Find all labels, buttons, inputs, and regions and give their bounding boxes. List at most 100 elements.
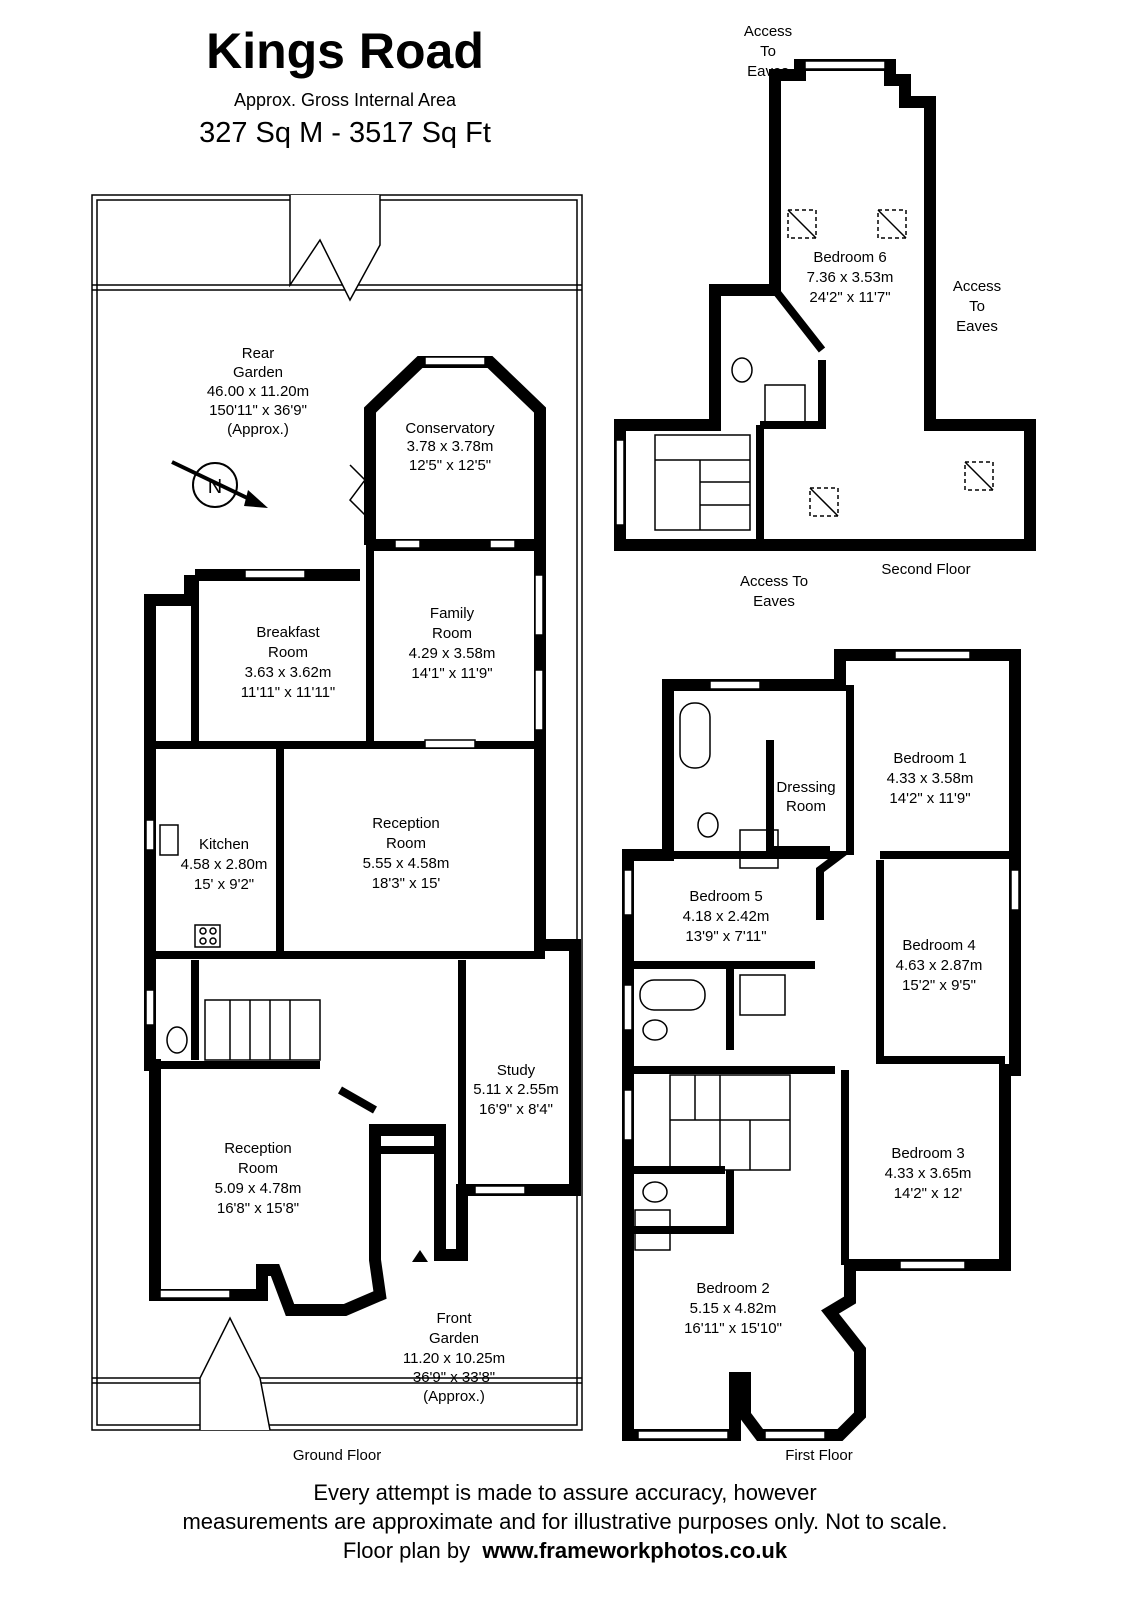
label-line: (Approx.) xyxy=(227,421,289,438)
label-line: 13'9" x 7'11" xyxy=(685,928,766,945)
label-line: Access xyxy=(744,23,792,40)
label-line: Kitchen xyxy=(199,836,249,853)
ground-stairs xyxy=(204,999,321,1061)
label-line: 24'2" x 11'7" xyxy=(809,289,890,306)
label-line: 18'3" x 15' xyxy=(372,875,441,892)
room-label-bedroom-2: Bedroom 2 5.15 x 4.82m 16'11" x 15'10" xyxy=(684,1280,782,1337)
ground-floor-plan: N xyxy=(91,194,583,1431)
label-line: 5.55 x 4.58m xyxy=(363,855,450,872)
label-line: To xyxy=(969,298,985,315)
label-line: Room xyxy=(786,798,826,815)
label-line: 15'2" x 9'5" xyxy=(902,977,976,994)
label-line: Reception xyxy=(372,815,440,832)
label-line: Eaves xyxy=(753,593,795,610)
bath-icon xyxy=(639,979,706,1011)
label-line: Room xyxy=(268,644,308,661)
break-line xyxy=(289,195,381,302)
label-line: Rear xyxy=(242,345,275,362)
toilet-icon xyxy=(731,357,753,383)
label-line: To xyxy=(760,43,776,60)
label-line: Eaves xyxy=(747,63,789,80)
first-floor-plan xyxy=(622,649,1021,1441)
first-stairs xyxy=(669,1074,791,1171)
break-line xyxy=(199,1316,271,1431)
shower-icon xyxy=(739,974,786,1016)
shower-icon xyxy=(739,829,779,869)
folding-door xyxy=(349,464,366,516)
label-line: 4.63 x 2.87m xyxy=(896,957,983,974)
skylight-icon xyxy=(787,209,817,239)
floor-label-ground: Ground Floor xyxy=(293,1447,381,1464)
label-line: Bedroom 5 xyxy=(689,888,762,905)
label-line: 4.58 x 2.80m xyxy=(181,856,268,873)
label-line: Room xyxy=(386,835,426,852)
label-line: Breakfast xyxy=(256,624,320,641)
label-line: Bedroom 1 xyxy=(893,750,966,767)
plan-subtitle: Approx. Gross Internal Area xyxy=(233,90,457,110)
room-label-bedroom-1: Bedroom 1 4.33 x 3.58m 14'2" x 11'9" xyxy=(887,750,974,807)
label-line: Conservatory xyxy=(405,420,495,437)
shower-icon xyxy=(634,1209,671,1251)
label-line: 16'9" x 8'4" xyxy=(479,1101,553,1118)
second-floor-plan xyxy=(614,59,1036,551)
second-outer-walls xyxy=(614,59,1036,551)
label-line: 4.33 x 3.58m xyxy=(887,770,974,787)
credit-line: Floor plan by www.frameworkphotos.co.uk xyxy=(0,1536,1130,1565)
label-line: Bedroom 2 xyxy=(696,1280,769,1297)
toilet-icon xyxy=(642,1181,668,1203)
skylight-icon xyxy=(809,487,839,517)
shower-icon xyxy=(764,384,806,424)
toilet-icon xyxy=(166,1026,188,1054)
label-line: 3.63 x 3.62m xyxy=(245,664,332,681)
toilet-icon xyxy=(697,812,719,838)
label-line: 11'11" x 11'11" xyxy=(241,684,336,701)
label-line: Bedroom 4 xyxy=(902,937,975,954)
gross-area: 327 Sq M - 3517 Sq Ft xyxy=(199,117,491,149)
second-stairs xyxy=(654,434,751,531)
label-line: 3.78 x 3.78m xyxy=(407,438,494,455)
label-line: 14'2" x 11'9" xyxy=(889,790,970,807)
label-line: Room xyxy=(238,1160,278,1177)
floor-label-first: First Floor xyxy=(785,1447,853,1464)
label-line: Dressing xyxy=(776,779,835,796)
label-line: 14'2" x 12' xyxy=(894,1185,963,1202)
label-line: Front xyxy=(436,1310,472,1327)
label-line: 14'1" x 11'9" xyxy=(411,665,492,682)
toilet-icon xyxy=(642,1019,668,1041)
label-line: 36'9" x 33'8" xyxy=(413,1369,495,1386)
label-line: 16'11" x 15'10" xyxy=(684,1320,782,1337)
label-line: Reception xyxy=(224,1140,292,1157)
ground-interior-walls xyxy=(150,545,545,1190)
skylight-icon xyxy=(964,461,994,491)
label-line: Eaves xyxy=(956,318,998,335)
label-line: 5.15 x 4.82m xyxy=(690,1300,777,1317)
